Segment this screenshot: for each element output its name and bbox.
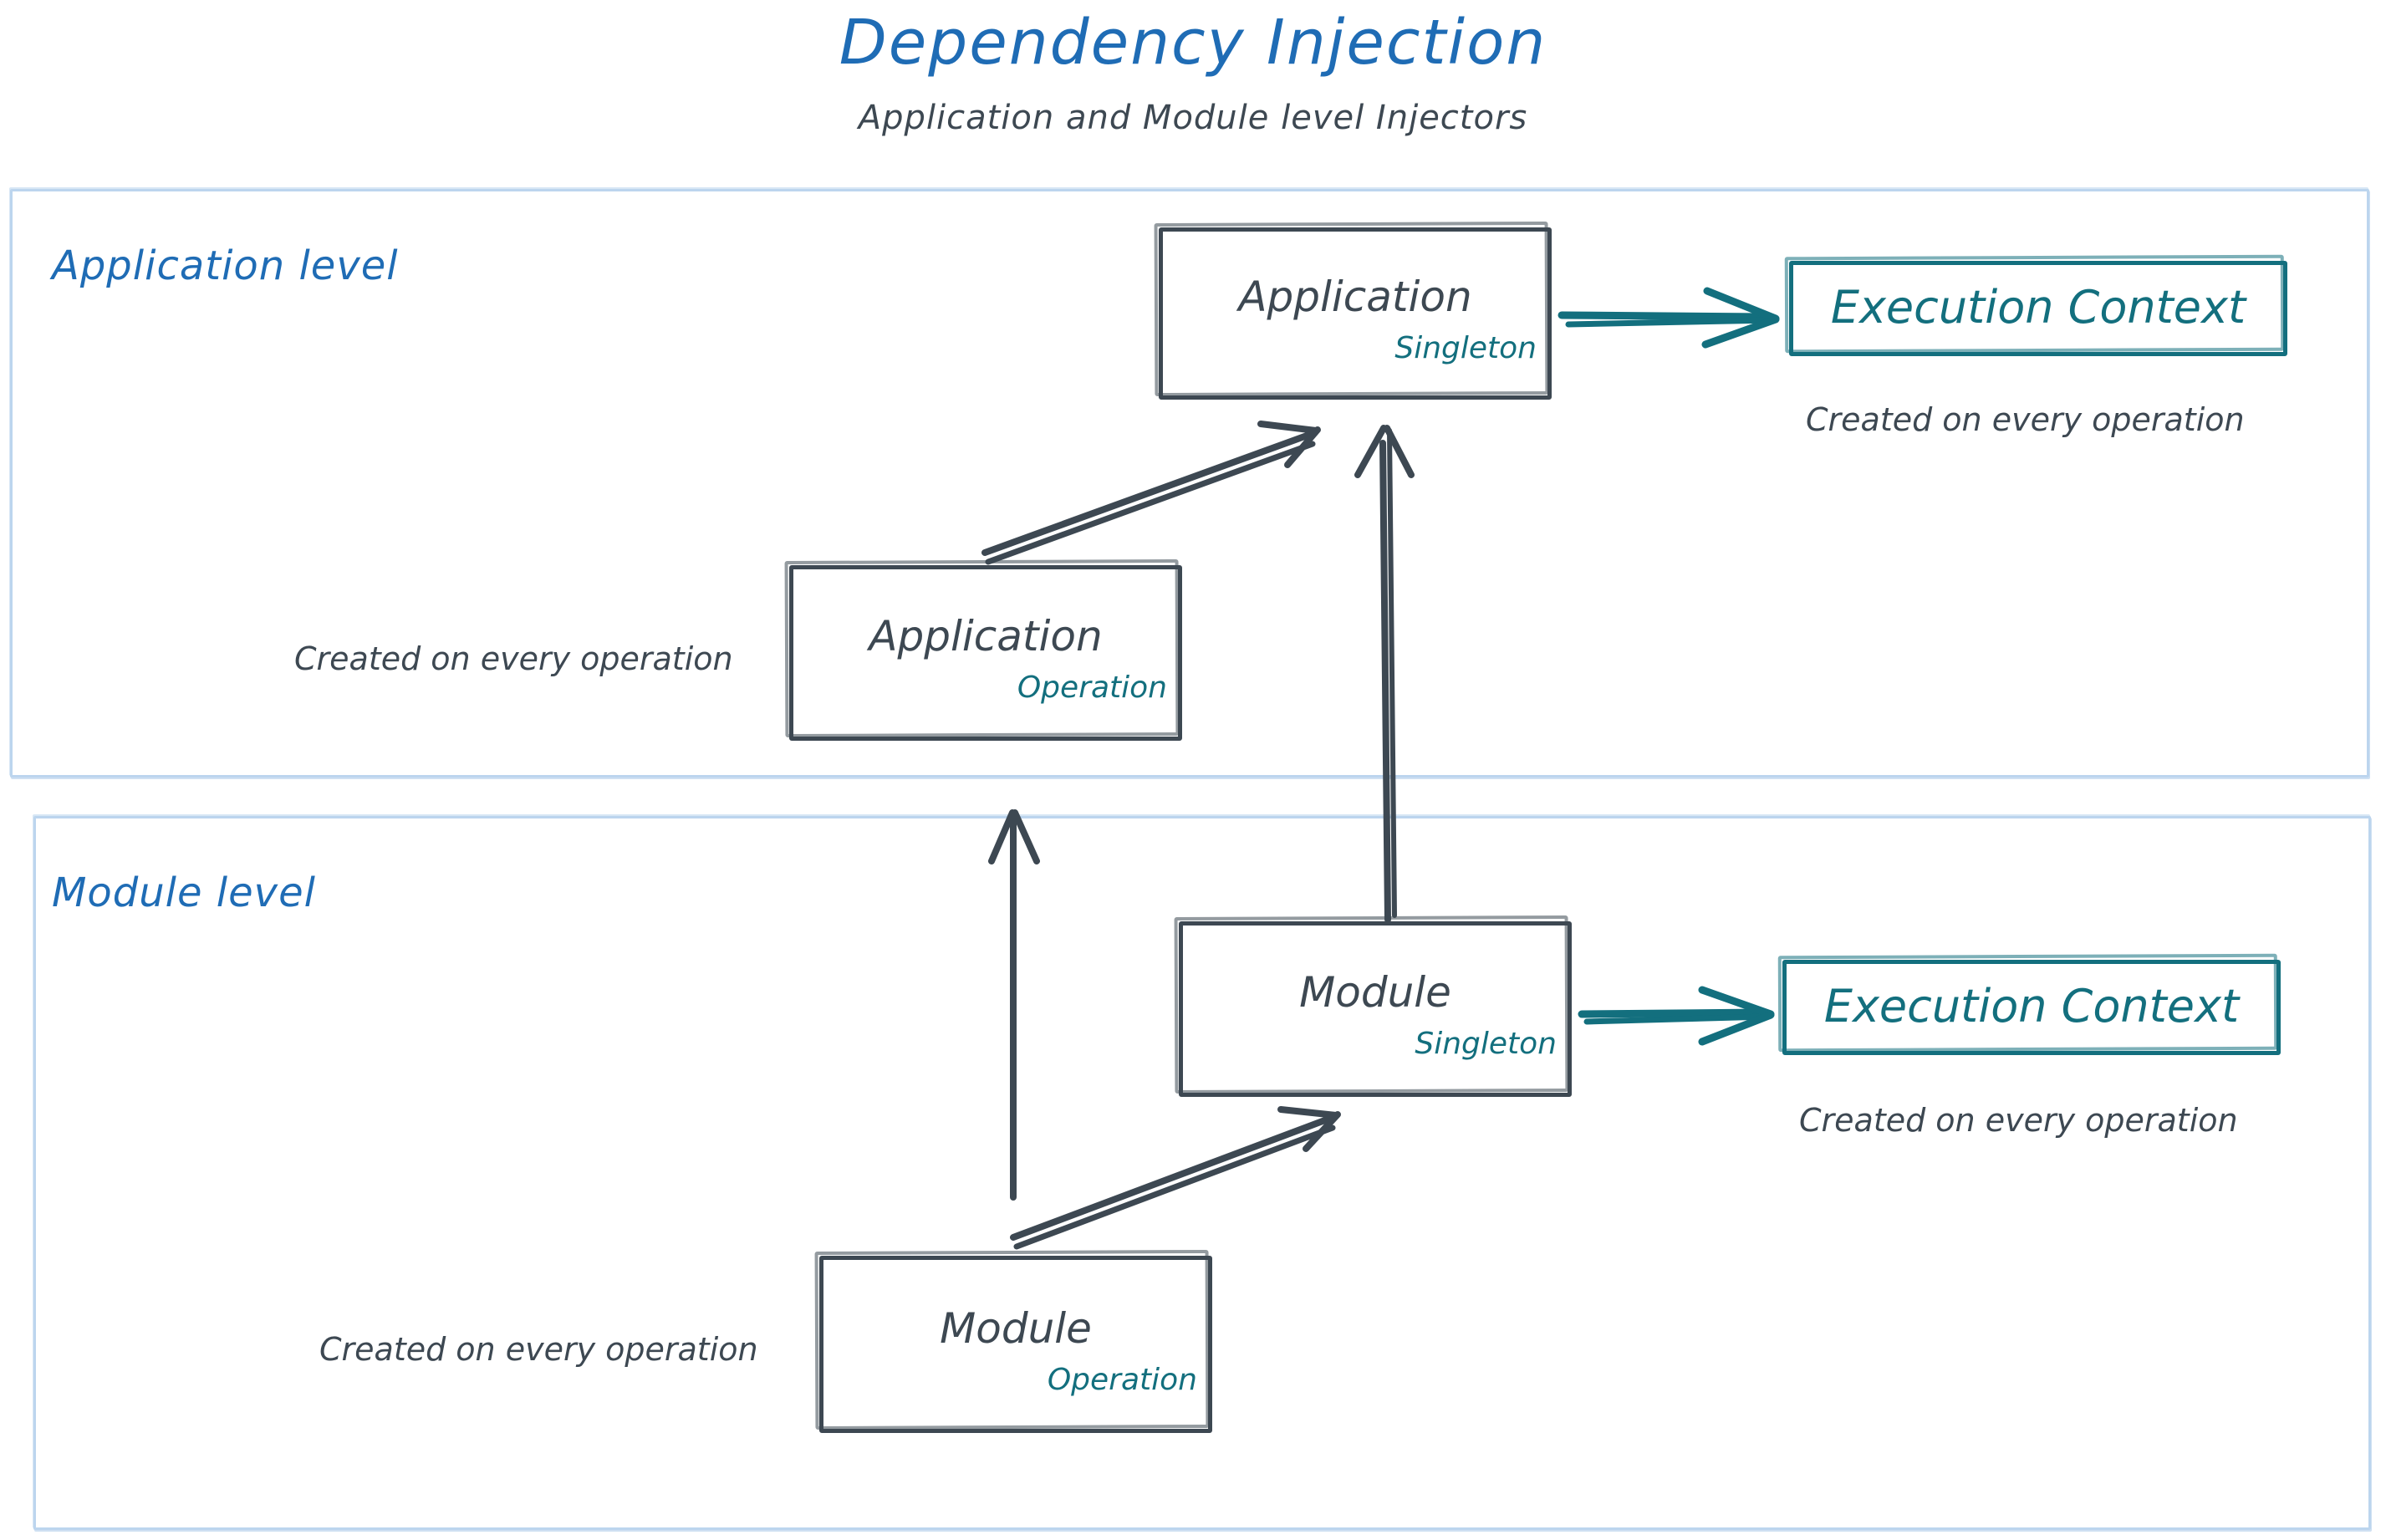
node-scope-badge: Singleton — [1394, 331, 1537, 365]
node-frame — [1782, 960, 2281, 1055]
node-execution-context-application[interactable]: Execution Context — [1784, 254, 2287, 356]
node-frame — [1159, 227, 1552, 400]
page-title: Dependency Injection — [839, 7, 1547, 79]
caption-execution-context-application: Created on every operation — [1806, 401, 2245, 438]
node-title: Module — [1299, 968, 1451, 1017]
node-module-singleton[interactable]: Module Singleton — [1174, 915, 1572, 1097]
module-level-container — [33, 816, 2371, 1530]
node-title: Application — [869, 612, 1103, 660]
page-subtitle: Application and Module level Injectors — [858, 99, 1528, 137]
module-level-label: Module level — [52, 869, 316, 916]
caption-module-operation: Created on every operation — [319, 1331, 758, 1368]
node-frame — [1789, 261, 2287, 356]
node-title: Execution Context — [1830, 281, 2246, 334]
caption-execution-context-module: Created on every operation — [1799, 1102, 2238, 1139]
node-module-operation[interactable]: Module Operation — [814, 1249, 1212, 1433]
node-title: Execution Context — [1823, 980, 2240, 1033]
node-execution-context-module[interactable]: Execution Context — [1777, 953, 2281, 1055]
node-frame — [1179, 921, 1572, 1097]
node-title: Application — [1238, 273, 1472, 321]
node-scope-badge: Operation — [1047, 1363, 1197, 1397]
node-frame — [789, 565, 1182, 741]
caption-application-operation: Created on every operation — [294, 640, 733, 677]
node-application-singleton[interactable]: Application Singleton — [1154, 221, 1552, 400]
node-title: Module — [940, 1304, 1092, 1353]
node-scope-badge: Singleton — [1415, 1027, 1557, 1061]
node-frame — [819, 1256, 1212, 1433]
application-level-container — [10, 189, 2369, 778]
node-scope-badge: Operation — [1017, 671, 1167, 705]
application-level-label: Application level — [52, 242, 399, 289]
node-application-operation[interactable]: Application Operation — [784, 558, 1182, 741]
